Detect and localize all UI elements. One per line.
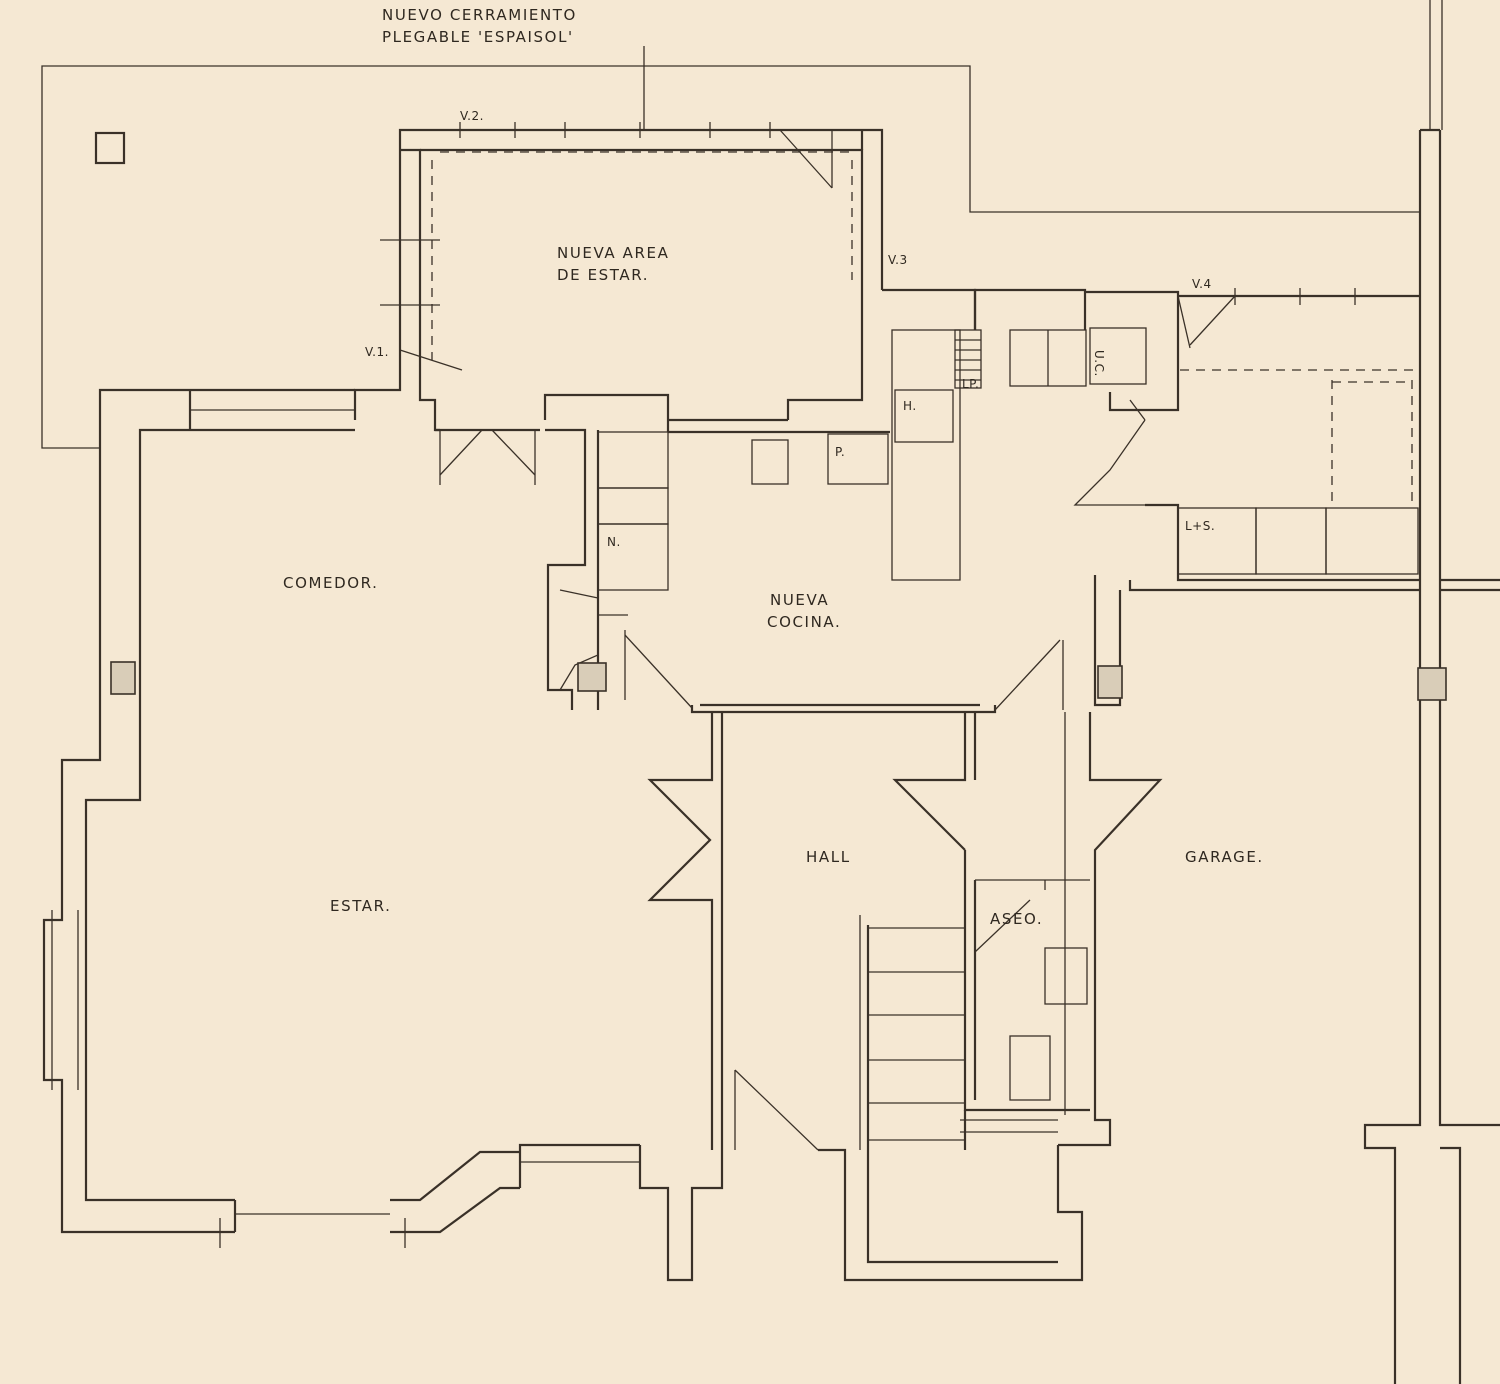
labels: NUEVO CERRAMIENTO PLEGABLE 'ESPAISOL' V.… bbox=[283, 6, 1264, 928]
kitchen-walls bbox=[545, 288, 1420, 714]
lp-label: LP. bbox=[962, 377, 979, 391]
garage-label: GARAGE. bbox=[1185, 848, 1264, 866]
hall-label: HALL bbox=[806, 848, 851, 866]
terrace-pillar bbox=[94, 131, 126, 165]
n-label: N. bbox=[607, 535, 621, 549]
aseo-label: ASEO. bbox=[990, 910, 1043, 928]
garage-walls bbox=[110, 0, 1500, 1384]
nueva-cocina-label-2: COCINA. bbox=[767, 613, 841, 631]
window-v4-label: V.4 bbox=[1192, 277, 1212, 291]
main-house-walls bbox=[42, 388, 890, 1282]
ls-label: L+S. bbox=[1185, 519, 1215, 533]
uc-label: U.C. bbox=[1092, 350, 1106, 377]
comedor-label: COMEDOR. bbox=[283, 574, 379, 592]
new-living-area-walls bbox=[353, 122, 977, 420]
nueva-cocina-label-1: NUEVA bbox=[770, 591, 829, 609]
window-v3-label: V.3 bbox=[888, 253, 908, 267]
p-label: P. bbox=[835, 445, 845, 459]
estar-label: ESTAR. bbox=[330, 897, 392, 915]
window-v2-label: V.2. bbox=[460, 109, 484, 123]
nueva-area-label-2: DE ESTAR. bbox=[557, 266, 649, 284]
terrace-outline bbox=[41, 65, 1420, 449]
hall-walls bbox=[647, 712, 1163, 1282]
window-v1-label: V.1. bbox=[365, 345, 389, 359]
nueva-area-label-1: NUEVA AREA bbox=[557, 244, 669, 262]
annotation-line2: PLEGABLE 'ESPAISOL' bbox=[382, 28, 574, 46]
h-label: H. bbox=[903, 399, 917, 413]
annotation-line1: NUEVO CERRAMIENTO bbox=[382, 6, 577, 24]
